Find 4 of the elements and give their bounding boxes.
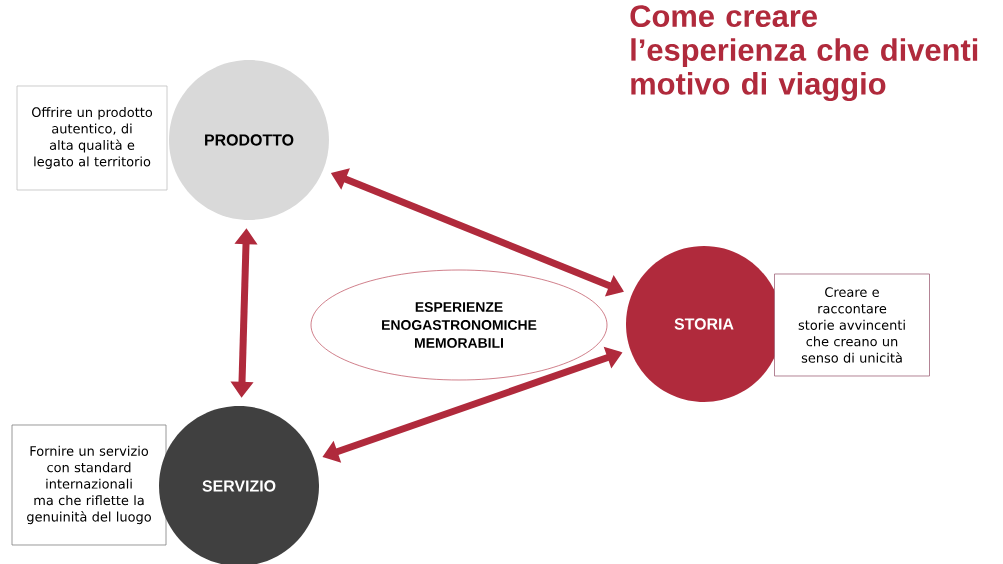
description-box: Fornire un servizio con standard internazionali ma che riflette la genuinità del luogo [11,424,167,546]
description-box: Offrire un prodotto autentico, di alta qualità e legato al territorio [16,85,168,191]
description-box: Creare e raccontare storie avvincenti che creano un senso di unicità [774,273,930,377]
title: Come creare l’esperienza che diventi motivo di viaggio [630,5,978,102]
